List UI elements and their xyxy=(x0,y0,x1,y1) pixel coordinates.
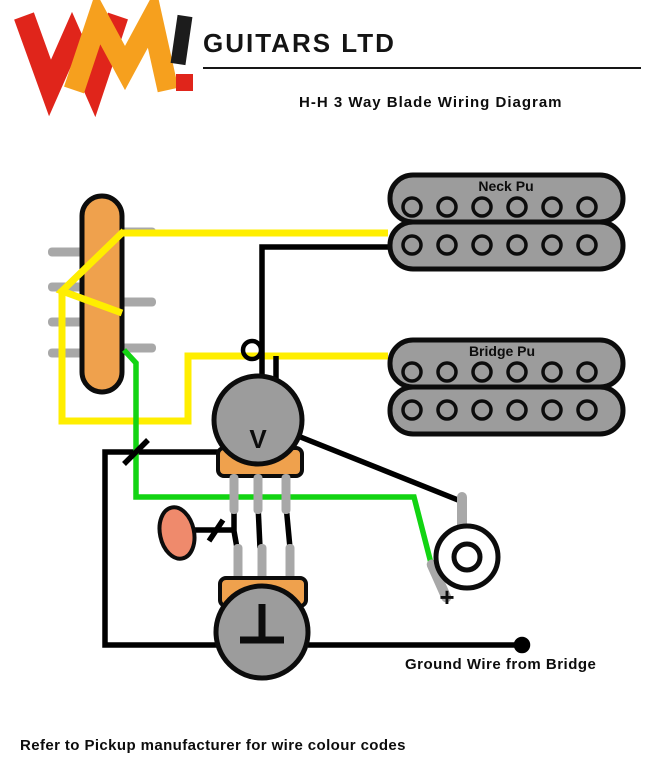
output-jack: + xyxy=(426,492,501,612)
jack-positive-label: + xyxy=(439,582,454,612)
pole-piece xyxy=(541,234,563,256)
volume-label: V xyxy=(249,424,267,454)
pole-piece xyxy=(436,399,458,421)
brand-name: GUITARS LTD xyxy=(203,28,641,69)
ground-wire-end-dot xyxy=(513,636,531,654)
pole-piece xyxy=(506,196,528,218)
capacitor-jump-mark xyxy=(206,518,226,543)
pole-pieces xyxy=(401,196,598,256)
green-wire-switch-to-jack xyxy=(121,348,436,572)
pole-piece xyxy=(576,196,598,218)
pole-piece xyxy=(506,399,528,421)
pole-piece xyxy=(436,361,458,383)
pole-piece xyxy=(401,196,423,218)
jack-sleeve-prong xyxy=(426,559,452,603)
switch-lug xyxy=(48,317,86,327)
tone-lug xyxy=(233,544,243,584)
pole-piece xyxy=(506,234,528,256)
volume-lug xyxy=(281,474,291,514)
volume-lugs xyxy=(229,474,291,514)
pole-piece xyxy=(436,234,458,256)
logo-letter-m xyxy=(64,0,179,94)
pole-piece xyxy=(576,234,598,256)
neck-pickup: Neck Pu xyxy=(387,172,626,272)
tone-lug xyxy=(257,544,267,584)
tone-lug xyxy=(285,544,295,584)
black-wire-neck-to-volume xyxy=(259,244,390,385)
tone-lugs xyxy=(233,544,295,584)
pole-piece xyxy=(401,361,423,383)
crossover-mark xyxy=(122,438,150,466)
pole-piece xyxy=(436,196,458,218)
pole-piece xyxy=(541,399,563,421)
volume-lug xyxy=(253,474,263,514)
tone-pot xyxy=(213,544,311,681)
volume-pot: V xyxy=(211,373,305,514)
neck-pickup-label: Neck Pu xyxy=(478,178,533,194)
switch-lug xyxy=(48,348,86,358)
pole-piece xyxy=(471,234,493,256)
pole-piece xyxy=(471,361,493,383)
green-wires xyxy=(121,348,436,572)
crossover-curl xyxy=(240,338,264,362)
volume-pot-body xyxy=(211,373,305,467)
switch-lug xyxy=(118,297,156,307)
logo-dot xyxy=(176,74,193,91)
page-title: H-H 3 Way Blade Wiring Diagram xyxy=(299,94,563,111)
ground-wire-label: Ground Wire from Bridge xyxy=(405,656,596,673)
pole-piece xyxy=(471,196,493,218)
pole-piece xyxy=(576,361,598,383)
pole-piece xyxy=(401,399,423,421)
black-wire-volume-to-tone-casing xyxy=(102,449,220,648)
pole-piece xyxy=(576,399,598,421)
pole-piece xyxy=(401,234,423,256)
pole-piece xyxy=(506,361,528,383)
bridge-pickup-label: Bridge Pu xyxy=(469,343,535,359)
pole-piece xyxy=(471,399,493,421)
logo-letter-w xyxy=(14,11,128,118)
yellow-wire-bridge xyxy=(58,289,388,425)
pole-pieces xyxy=(401,361,598,421)
pole-piece xyxy=(541,196,563,218)
jack-tip-prong xyxy=(457,492,467,532)
yellow-wires xyxy=(55,228,388,425)
crossing-marks xyxy=(122,438,150,466)
jack-inner-ring xyxy=(451,541,483,573)
logo-bar xyxy=(170,14,193,66)
switch-body xyxy=(79,193,125,395)
pole-piece xyxy=(541,361,563,383)
switch-lug xyxy=(48,247,86,257)
bridge-pickup: Bridge Pu xyxy=(387,337,626,437)
footer-note: Refer to Pickup manufacturer for wire co… xyxy=(20,737,406,754)
volume-lug xyxy=(229,474,239,514)
black-wire-volume-to-jack xyxy=(296,433,460,503)
wm-logo xyxy=(14,0,193,118)
capacitor xyxy=(157,505,197,561)
ground-symbol xyxy=(240,604,284,644)
